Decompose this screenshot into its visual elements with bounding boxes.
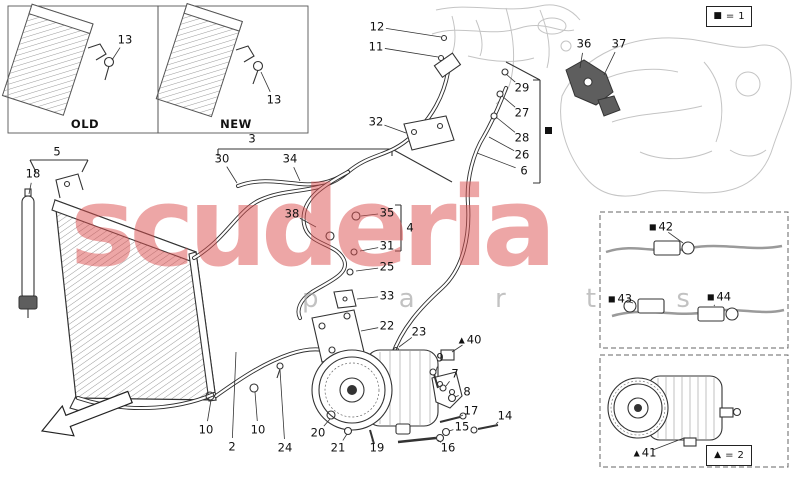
callout-10-25: 10 [198,422,214,437]
square-marker: ■ [648,222,657,231]
legend-number: 2 [737,450,744,461]
callout-17-34: 17 [463,403,479,418]
callout-43-41: ■43 [607,291,633,306]
compressor-drawing [311,349,499,445]
legend-detail-1: ■ = 1 [706,6,752,27]
square-symbol: ■ [713,11,722,21]
callout-7-37: 7 [451,366,459,381]
relief-valve-41 [683,437,697,447]
callout-21-30: 21 [330,440,346,455]
callout-3-4: 3 [248,131,256,146]
screw-new [252,60,264,72]
valve-44 [697,306,725,322]
callout-41-43: ▲41 [633,445,657,460]
callout-25-14: 25 [379,259,395,274]
triangle-symbol: ▲ [714,450,722,460]
callout-24-28: 24 [277,440,293,455]
receiver-drier-drawing [18,188,38,318]
callout-29-18: 29 [514,80,530,95]
legend-separator: = [725,450,734,461]
callout-30-5: 30 [214,151,230,166]
detail-box-valves [599,211,789,349]
detail-box-compressor [599,354,789,468]
legend-number: 1 [738,11,745,22]
callout-19-31: 19 [369,440,385,455]
triangle-marker: ▲ [633,448,640,457]
valve-42 [653,240,681,256]
callout-28-20: 28 [514,130,530,145]
callout-16-32: 16 [440,440,456,455]
assembly-square-marker [545,127,552,134]
triangle-marker: ▲ [458,335,465,344]
callout-2-26: 2 [228,439,236,454]
callout-32-9: 32 [368,114,384,129]
callout-34-6: 34 [282,151,298,166]
engine-sketch [431,4,581,105]
callout-36-23: 36 [576,36,592,51]
callout-4-12: 4 [406,220,414,235]
callout-8-36: 8 [463,384,471,399]
square-marker: ■ [607,294,616,303]
callout-37-24: 37 [611,36,627,51]
callout-18-3: 18 [25,166,41,181]
square-marker: ■ [706,292,715,301]
callout-44-42: ■44 [706,289,732,304]
callout-11-8: 11 [368,39,384,54]
callout-13-0: 13 [117,32,133,47]
callout-14-35: 14 [497,408,513,423]
callout-15-33: 15 [454,419,470,434]
callout-27-19: 27 [514,105,530,120]
callout-12-7: 12 [369,19,385,34]
condenser-drawing [51,173,217,413]
group-brackets [29,61,541,252]
callout-26-21: 26 [514,147,530,162]
screw-old [103,56,115,68]
leader-lines [28,27,715,451]
body-panel-sketch [560,37,792,197]
old-inset-label: OLD [70,117,100,131]
compressor-bracket-drawing [311,309,400,363]
callout-35-11: 35 [379,205,395,220]
new-inset-label: NEW [220,117,252,131]
callout-38-10: 38 [284,206,300,221]
old-new-insets [1,3,309,134]
valve-43 [637,298,665,314]
callout-40-39: ▲40 [458,332,482,347]
callout-42-40: ■42 [648,219,674,234]
callout-10-27: 10 [250,422,266,437]
legend-separator: = [725,11,735,22]
callout-13-1: 13 [266,92,282,107]
callout-9-38: 9 [436,350,444,365]
callout-23-17: 23 [411,324,427,339]
callout-6-22: 6 [520,163,528,178]
callout-22-16: 22 [379,318,395,333]
direction-arrow [40,390,133,437]
callout-33-15: 33 [379,288,395,303]
callout-31-13: 31 [379,238,395,253]
legend-detail-2: ▲ = 2 [706,445,752,466]
callout-5-2: 5 [53,144,61,159]
fittings-and-hardware [205,34,509,401]
callout-20-29: 20 [310,425,326,440]
